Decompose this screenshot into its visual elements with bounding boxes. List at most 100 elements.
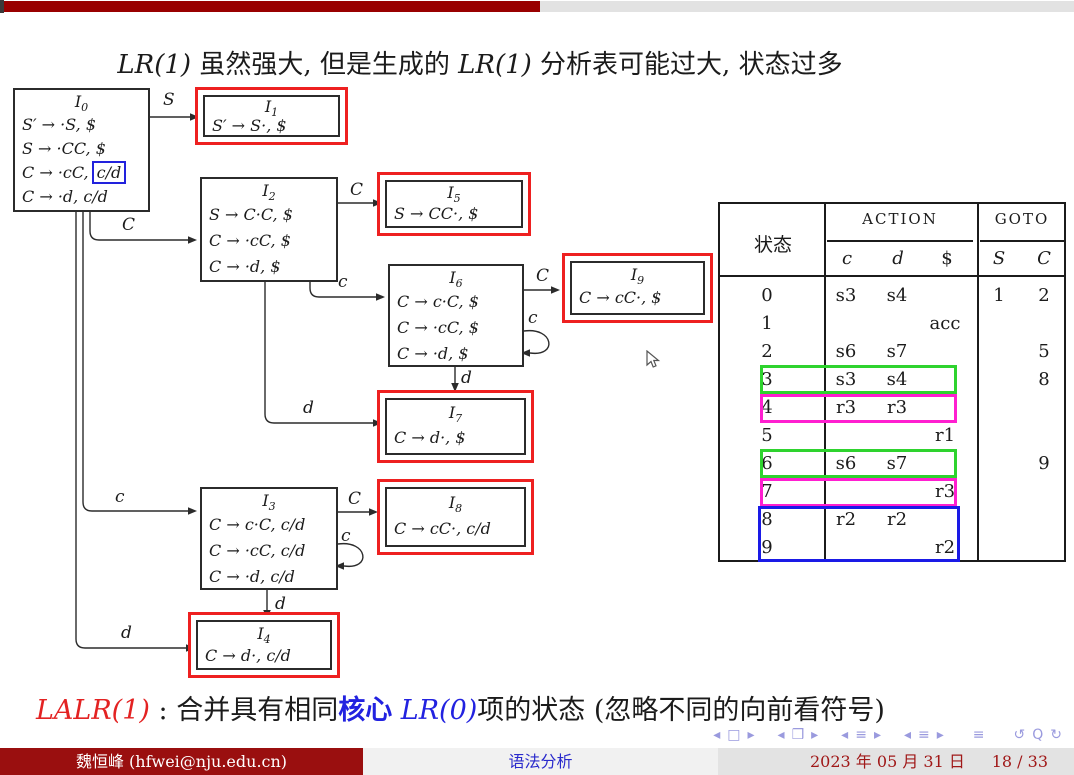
- edge-label-C-i2-i5: C: [350, 180, 364, 200]
- subheader-c: c: [841, 248, 853, 269]
- prev-frame-icon[interactable]: ◂: [777, 727, 785, 743]
- appendix-icon[interactable]: ≡: [972, 727, 985, 743]
- state-label-i8: I8: [448, 493, 463, 516]
- state-box-i2: I2 S → C·C, $ C → ·cC, $ C → ·d, $: [200, 177, 338, 282]
- footer-author: 魏恒峰 (hfwei@nju.edu.cn): [0, 748, 363, 775]
- edge-label-d-i0-i4: d: [121, 623, 132, 643]
- arrowhead-i3-loop: [335, 562, 344, 570]
- next-slide-icon[interactable]: ▸: [747, 727, 755, 743]
- table-divider-action-goto: [977, 204, 979, 560]
- prev-section-icon[interactable]: ◂: [903, 727, 911, 743]
- edge-label-c-i0-i3: c: [115, 487, 125, 507]
- arrowhead-i0-i2: [188, 236, 197, 244]
- title-math-lr1-2: LR(1): [458, 50, 532, 80]
- state-box-i0: I0 S′ → ·S, $ S → ·CC, $ C → ·cC,c/d C →…: [13, 88, 150, 212]
- next-section-icon[interactable]: ▸: [936, 727, 944, 743]
- edge-i2-i7: [264, 281, 373, 424]
- table-divider-state-action: [824, 204, 826, 560]
- edge-label-S: S: [163, 90, 175, 110]
- state-label-i4: I4: [257, 624, 271, 647]
- lalr-label: LALR(1): [36, 695, 150, 726]
- prev-subsection-icon[interactable]: ◂: [841, 727, 849, 743]
- section-icon[interactable]: ≡: [918, 727, 930, 743]
- item-line: C → cC·, c/d: [394, 519, 491, 538]
- edge-label-d-i6-i7: d: [461, 368, 472, 388]
- edge-i6-loop: [523, 330, 550, 354]
- search-icon[interactable]: Q: [1032, 727, 1044, 743]
- item-line: C → ·cC,c/d: [15, 161, 148, 185]
- back-history-icon[interactable]: ↺: [1013, 727, 1026, 743]
- item-line: C → c·C, c/d: [209, 515, 306, 534]
- prev-slide-icon[interactable]: ◂: [713, 727, 721, 743]
- arrowhead-i2-i6: [376, 293, 385, 301]
- state-box-i9: I9 C → cC·, $: [570, 261, 705, 315]
- edge-label-c-i3-loop: c: [341, 526, 351, 546]
- edge-i0-i4: [75, 212, 186, 649]
- frame-icon[interactable]: ❒: [791, 727, 805, 743]
- footer-section-link[interactable]: 语法分析: [363, 748, 718, 775]
- subheader-d: d: [892, 248, 904, 269]
- next-frame-icon[interactable]: ▸: [811, 727, 819, 743]
- edge-label-C-i0-i2: C: [122, 215, 136, 235]
- mouse-cursor-icon: [646, 350, 661, 368]
- state-i1-red-highlight: I1 S′ → S·, $: [195, 87, 348, 145]
- item-line: S → CC·, $: [394, 204, 479, 223]
- highlight-row4-magenta: [760, 394, 957, 423]
- edge-label-C-i3-i8: C: [348, 489, 362, 509]
- slide-title: LR(1) 虽然强大, 但是生成的 LR(1) 分析表可能过大, 状态过多: [0, 44, 960, 81]
- item-line: C → ·cC, $: [209, 231, 291, 250]
- footer-date: 2023 年 05 月 31 日: [810, 752, 965, 771]
- state-label-i3: I3: [262, 491, 276, 514]
- item-line: S → C·C, $: [209, 205, 293, 224]
- item-line: C → ·d, $: [209, 257, 281, 276]
- subsection-icon[interactable]: ≡: [855, 727, 867, 743]
- edge-i0-i3: [82, 212, 188, 512]
- item-line: S′ → S·, $: [212, 116, 287, 135]
- arrowhead-i6-i9: [551, 286, 560, 294]
- state-label-i2: I2: [262, 181, 276, 204]
- header-bar-gray: [540, 1, 1074, 12]
- highlight-row6-green: [760, 449, 957, 478]
- lr0-label: LR(0): [392, 695, 478, 726]
- edge-label-c-i6-loop: c: [528, 308, 538, 328]
- edge-label-d-i3-i4: d: [275, 594, 286, 614]
- edge-i2-i6: [309, 281, 376, 298]
- edge-label-d-i2-i7: d: [303, 398, 314, 418]
- next-subsection-icon[interactable]: ▸: [873, 727, 881, 743]
- edge-i0-i2: [89, 212, 188, 241]
- slide-icon[interactable]: □: [727, 727, 741, 743]
- arrowhead-i6-loop: [521, 349, 530, 357]
- footer-page-number: 18 / 33: [991, 752, 1048, 771]
- item-line: C → ·cC, c/d: [209, 541, 306, 560]
- item-line: C → ·d, c/d: [209, 567, 295, 586]
- edge-label-C-i6-i9: C: [536, 266, 550, 286]
- state-box-i3: I3 C → c·C, c/d C → ·cC, c/d C → ·d, c/d: [200, 487, 338, 590]
- state-i4-red-highlight: I4 C → d·, c/d: [188, 612, 340, 678]
- arrowhead-i3-i8: [369, 508, 378, 516]
- item-line: C → cC·, $: [579, 288, 662, 307]
- item-line: C → ·d, c/d: [22, 187, 108, 206]
- item-line: C → d·, c/d: [205, 646, 291, 665]
- conclusion-line: LALR(1) : 合并具有相同核心 LR(0)项的状态 (忽略不同的向前看符号…: [36, 688, 885, 727]
- arrowhead-i0-i1: [190, 113, 199, 121]
- left-edge-mark: [0, 0, 4, 13]
- arrowhead-i6-i7: [451, 383, 459, 392]
- col-header-action: ACTION: [862, 210, 938, 228]
- col-header-goto: GOTO: [994, 210, 1050, 228]
- subheader-dollar: $: [941, 248, 953, 269]
- forward-history-icon[interactable]: ↻: [1050, 727, 1062, 743]
- beamer-nav-bar: ◂ □ ▸ ◂ ❒ ▸ ◂ ≡ ▸ ◂ ≡ ▸ ≡ ↺ Q ↻: [713, 727, 1062, 743]
- subheader-S: S: [992, 248, 1006, 269]
- edge-i3-loop: [337, 543, 364, 567]
- state-label-i0: I0: [74, 92, 89, 115]
- item-line: S → ·CC, $: [22, 139, 106, 158]
